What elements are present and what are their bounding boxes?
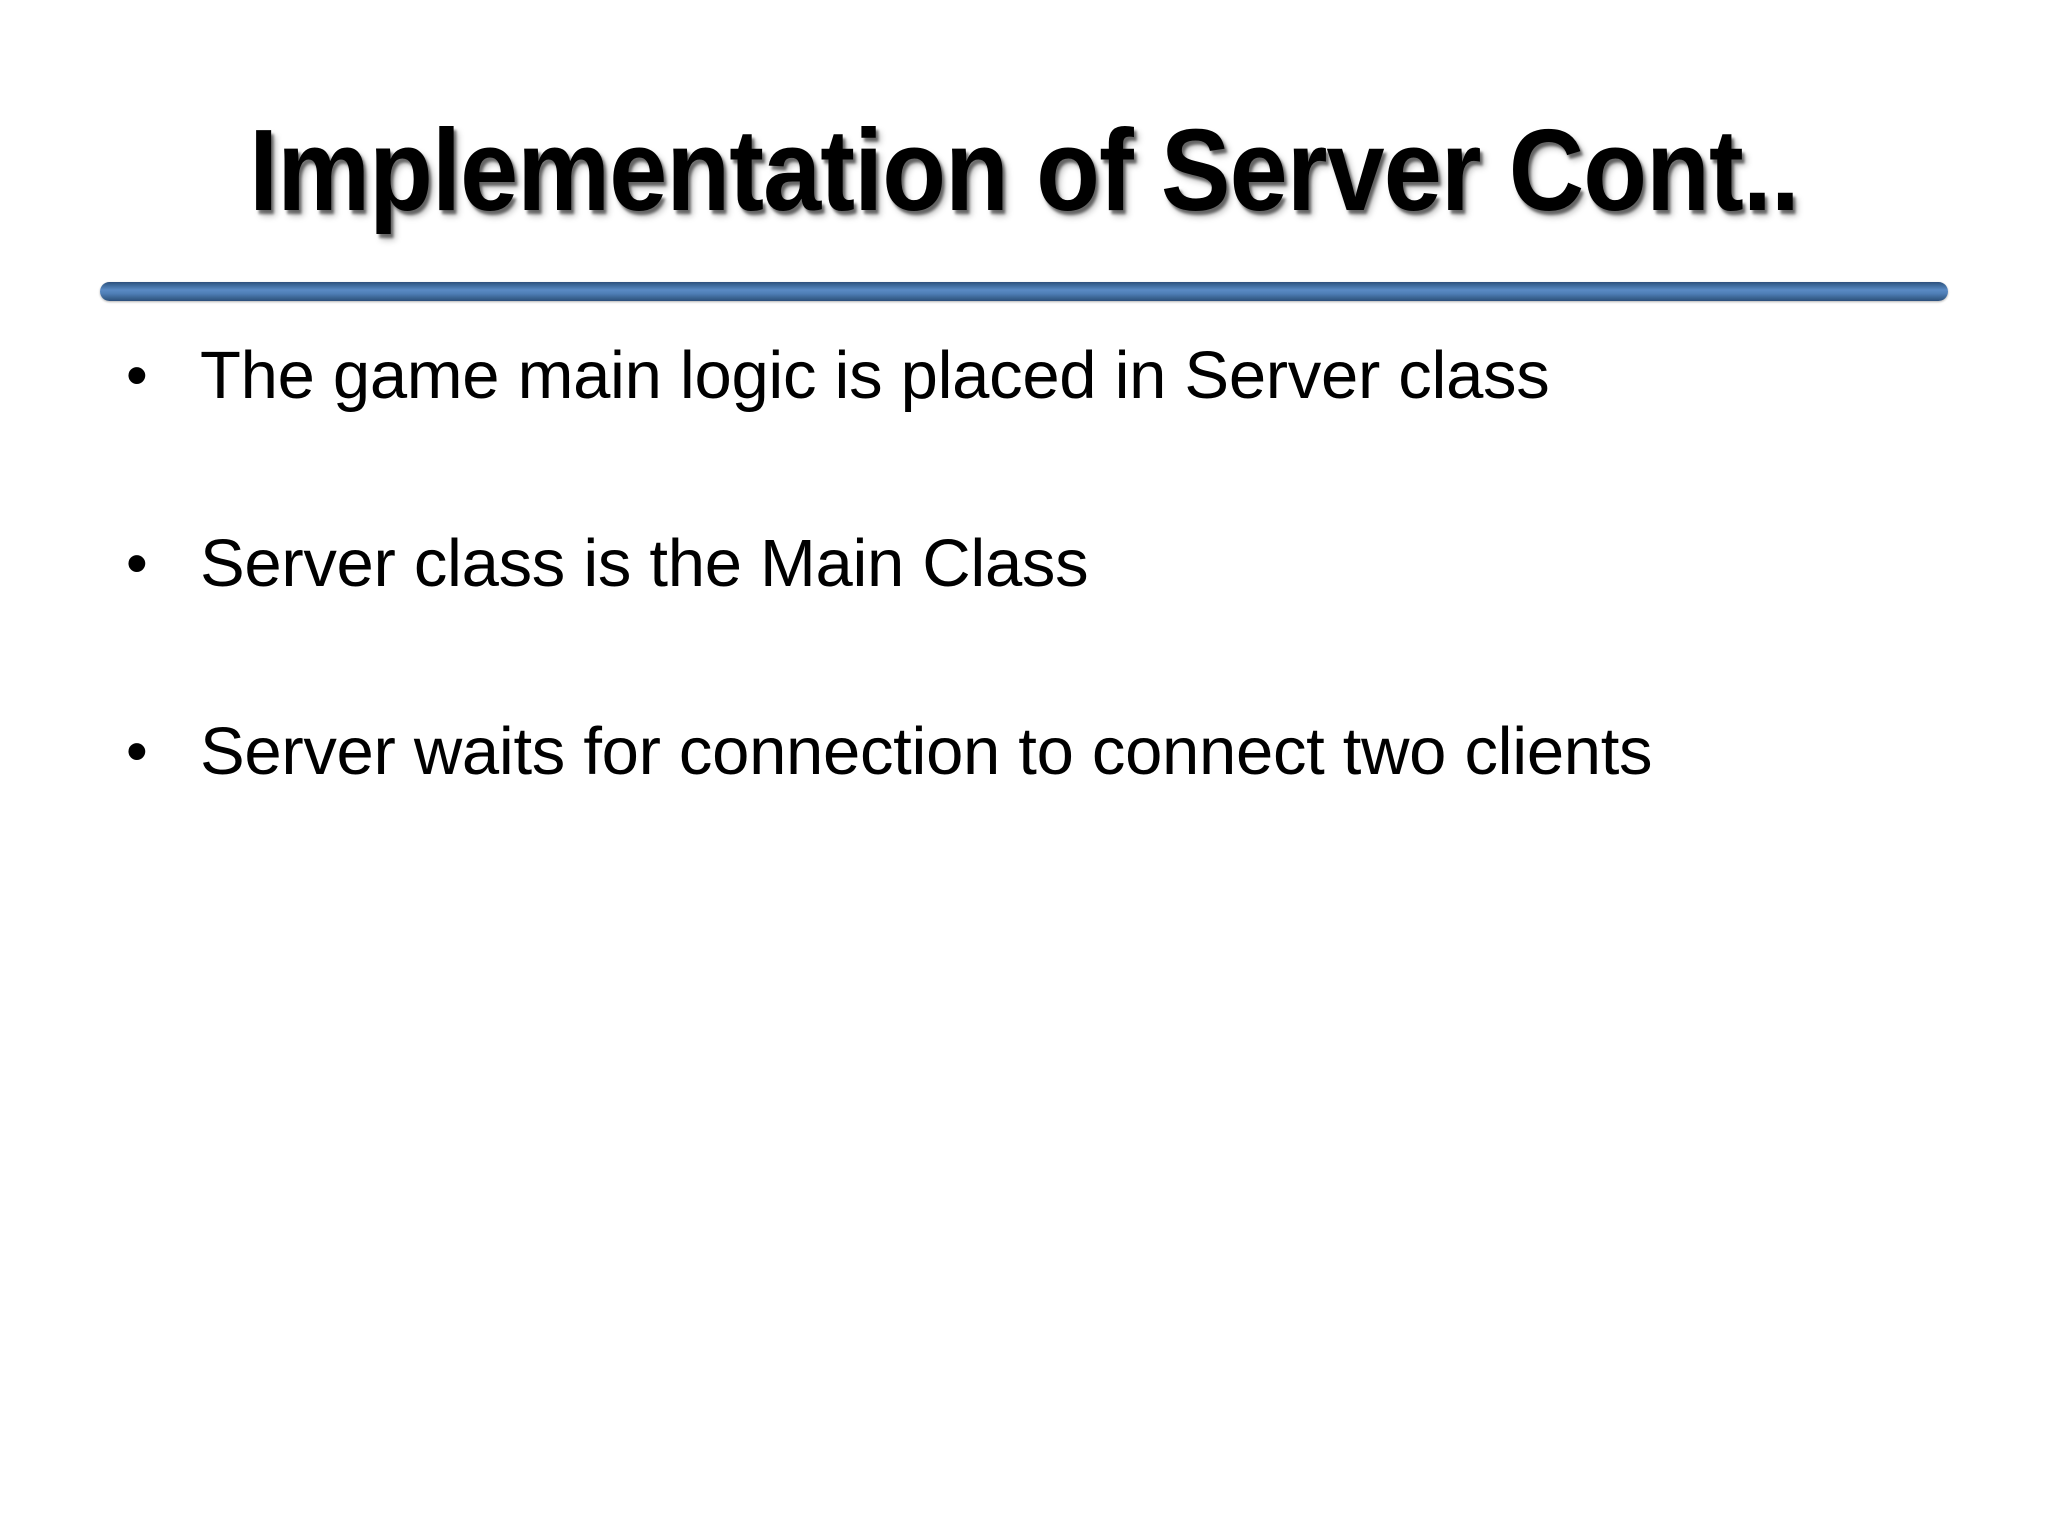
title-divider-bar — [100, 282, 1948, 301]
bullet-list: • The game main logic is placed in Serve… — [104, 330, 1944, 798]
list-item: • Server waits for connection to connect… — [104, 706, 1944, 798]
list-item: • The game main logic is placed in Serve… — [104, 330, 1944, 422]
bullet-point-icon: • — [126, 529, 148, 598]
title-block: Implementation of Server Cont.. — [100, 96, 1948, 246]
bullet-point-icon: • — [126, 341, 148, 410]
list-item-label: The game main logic is placed in Server … — [200, 338, 1550, 413]
page-title: Implementation of Server Cont.. — [249, 105, 1800, 236]
bullet-point-icon: • — [126, 717, 148, 786]
list-item-label: Server class is the Main Class — [200, 526, 1089, 601]
list-item: • Server class is the Main Class — [104, 518, 1944, 610]
list-item-label: Server waits for connection to connect t… — [200, 714, 1653, 789]
